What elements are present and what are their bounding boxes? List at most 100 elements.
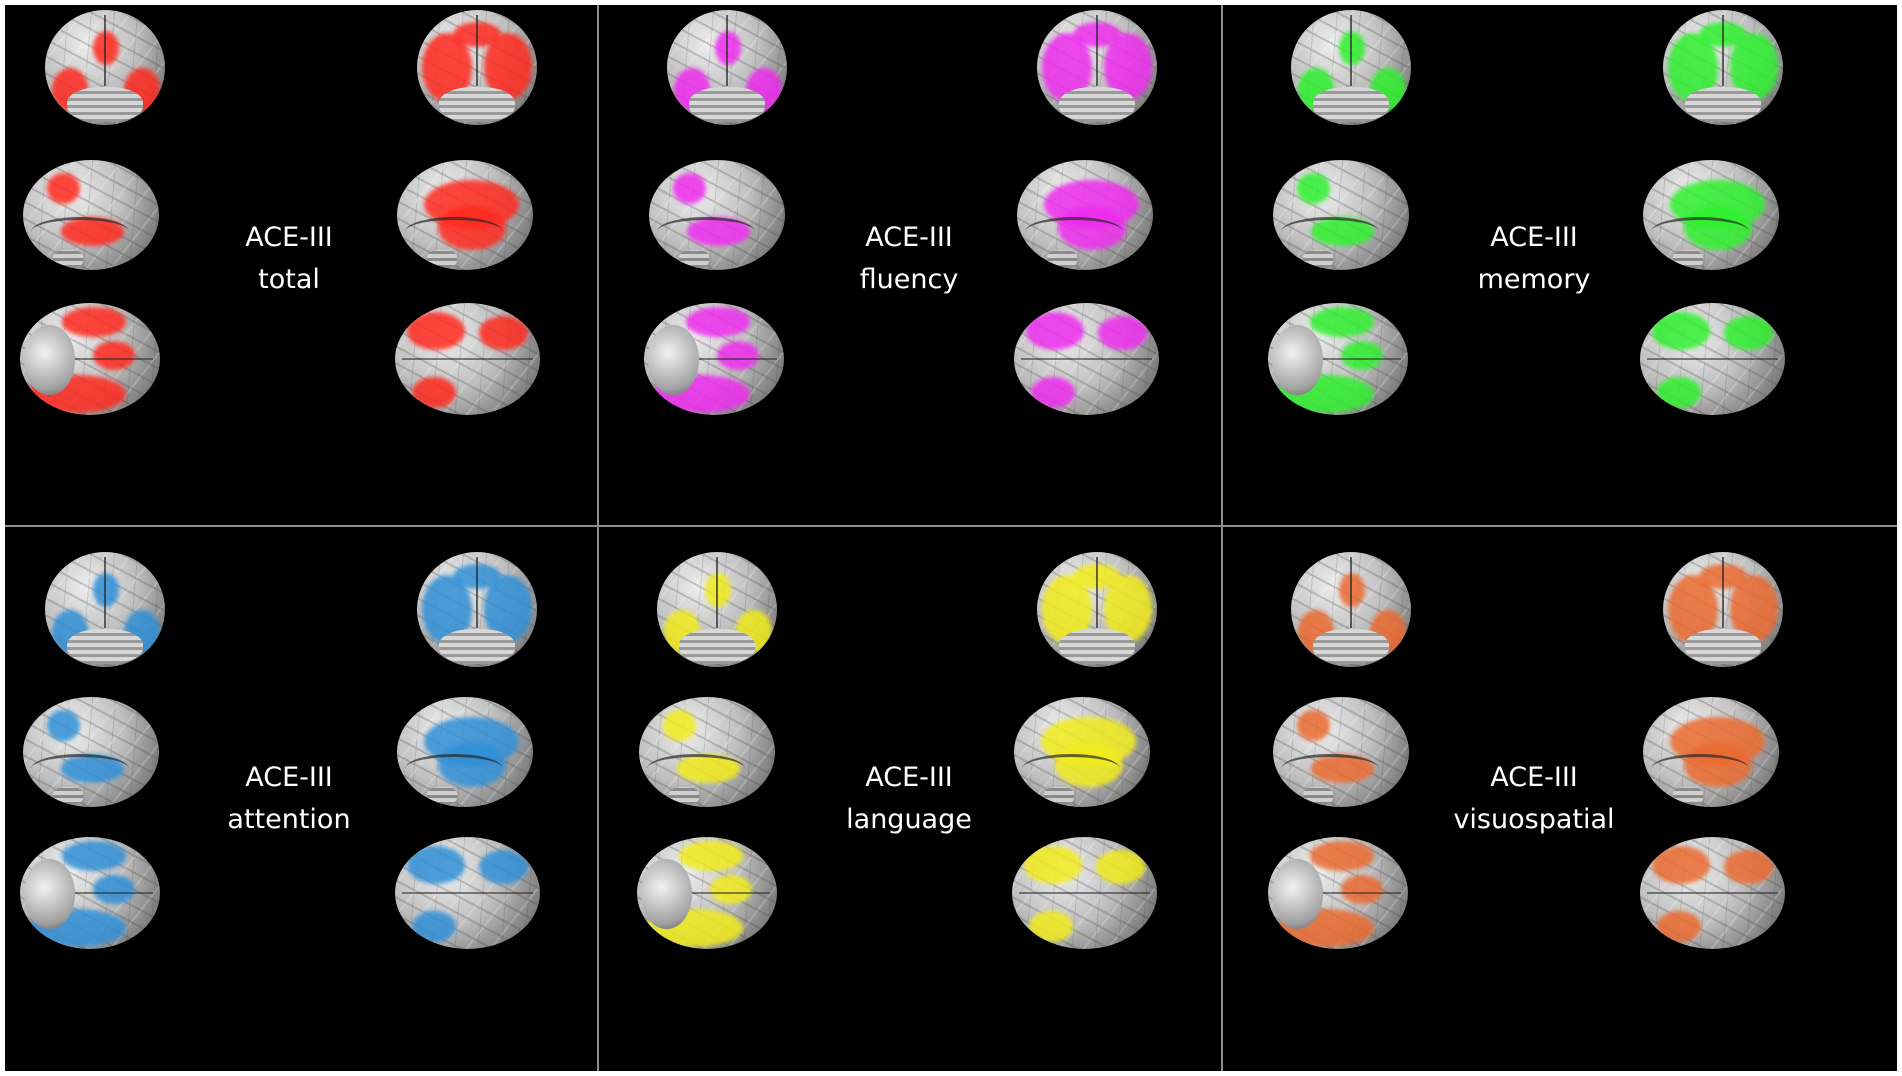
brain-front-right <box>1037 10 1157 125</box>
activation-region <box>1339 30 1366 66</box>
brain-lateral-right <box>1017 160 1153 270</box>
activation-region <box>709 875 752 905</box>
panel-fluency: ACE-III fluency <box>599 5 1221 525</box>
activation-region <box>412 910 456 943</box>
activation-region <box>1029 910 1073 943</box>
activation-region <box>1340 875 1383 905</box>
brain-front-left <box>45 552 165 667</box>
brain-inferior <box>1268 303 1408 415</box>
activation-region <box>1339 572 1366 608</box>
brain-inferior <box>644 303 784 415</box>
activation-region <box>62 841 127 871</box>
panel-measure: fluency <box>859 264 959 295</box>
activation-region <box>1724 316 1774 351</box>
brain-lateral-left <box>1273 160 1409 270</box>
activation-region <box>92 875 135 905</box>
activation-region <box>1651 845 1710 885</box>
brain-inferior <box>637 837 777 949</box>
brain-lateral-right <box>1643 697 1779 807</box>
figure-grid: ACE-III total ACE-III fluency ACE-III me… <box>5 5 1897 1071</box>
brain-superior <box>1012 837 1157 949</box>
activation-region <box>406 845 465 885</box>
activation-region <box>1023 845 1082 885</box>
brain-lateral-left <box>23 697 159 807</box>
panel-measure: language <box>846 804 972 835</box>
divider-vertical-1 <box>597 5 599 1071</box>
panel-memory: ACE-III memory <box>1223 5 1897 525</box>
brain-superior <box>1014 303 1159 415</box>
activation-region <box>1310 841 1375 871</box>
activation-region <box>406 311 465 351</box>
panel-title: ACE-III <box>245 762 333 793</box>
brain-lateral-right <box>397 697 533 807</box>
brain-lateral-left <box>649 160 785 270</box>
brain-superior <box>395 837 540 949</box>
activation-region <box>1340 341 1383 371</box>
activation-region <box>47 173 81 204</box>
activation-region <box>1724 850 1774 885</box>
brain-front-right <box>417 552 537 667</box>
activation-region <box>47 710 81 741</box>
panel-language: ACE-III language <box>599 527 1221 1071</box>
brain-lateral-right <box>397 160 533 270</box>
brain-inferior <box>20 303 160 415</box>
activation-region <box>1310 307 1375 337</box>
panel-label: ACE-III memory <box>1434 217 1634 301</box>
panel-title: ACE-III <box>865 222 953 253</box>
activation-region <box>705 572 732 608</box>
brain-lateral-right <box>1643 160 1779 270</box>
activation-region <box>92 341 135 371</box>
brain-front-left <box>1291 552 1411 667</box>
activation-region <box>715 30 742 66</box>
activation-region <box>1025 311 1084 351</box>
activation-region <box>93 30 120 66</box>
brain-front-left <box>657 552 777 667</box>
panel-label: ACE-III visuospatial <box>1434 757 1634 841</box>
activation-region <box>1031 376 1075 409</box>
activation-region <box>93 572 120 608</box>
brain-lateral-left <box>23 160 159 270</box>
activation-region <box>1657 910 1701 943</box>
brain-superior <box>1640 303 1785 415</box>
panel-label: ACE-III total <box>189 217 389 301</box>
activation-region <box>1297 710 1331 741</box>
panel-label: ACE-III attention <box>189 757 389 841</box>
divider-vertical-2 <box>1221 5 1223 1071</box>
panel-label: ACE-III fluency <box>809 217 1009 301</box>
activation-region <box>716 341 759 371</box>
divider-horizontal <box>5 525 1897 527</box>
brain-front-left <box>667 10 787 125</box>
panel-title: ACE-III <box>1490 762 1578 793</box>
panel-title: ACE-III <box>865 762 953 793</box>
panel-attention: ACE-III attention <box>5 527 597 1071</box>
brain-front-right <box>1663 10 1783 125</box>
panel-title: ACE-III <box>1490 222 1578 253</box>
brain-front-right <box>1037 552 1157 667</box>
brain-lateral-left <box>1273 697 1409 807</box>
brain-superior <box>395 303 540 415</box>
brain-front-left <box>1291 10 1411 125</box>
activation-region <box>686 307 751 337</box>
panel-measure: visuospatial <box>1453 804 1615 835</box>
activation-region <box>1098 316 1148 351</box>
brain-front-right <box>1663 552 1783 667</box>
panel-measure: memory <box>1477 264 1591 295</box>
activation-region <box>673 173 707 204</box>
brain-lateral-right <box>1014 697 1150 807</box>
brain-superior <box>1640 837 1785 949</box>
activation-region <box>479 850 529 885</box>
panel-total: ACE-III total <box>5 5 597 525</box>
panel-measure: total <box>258 264 320 295</box>
panel-visuospatial: ACE-III visuospatial <box>1223 527 1897 1071</box>
brain-front-right <box>417 10 537 125</box>
activation-region <box>663 710 697 741</box>
activation-region <box>412 376 456 409</box>
activation-region <box>62 307 127 337</box>
brain-inferior <box>1268 837 1408 949</box>
activation-region <box>1657 376 1701 409</box>
activation-region <box>1096 850 1146 885</box>
panel-measure: attention <box>227 804 351 835</box>
brain-front-left <box>45 10 165 125</box>
activation-region <box>1651 311 1710 351</box>
activation-region <box>1297 173 1331 204</box>
